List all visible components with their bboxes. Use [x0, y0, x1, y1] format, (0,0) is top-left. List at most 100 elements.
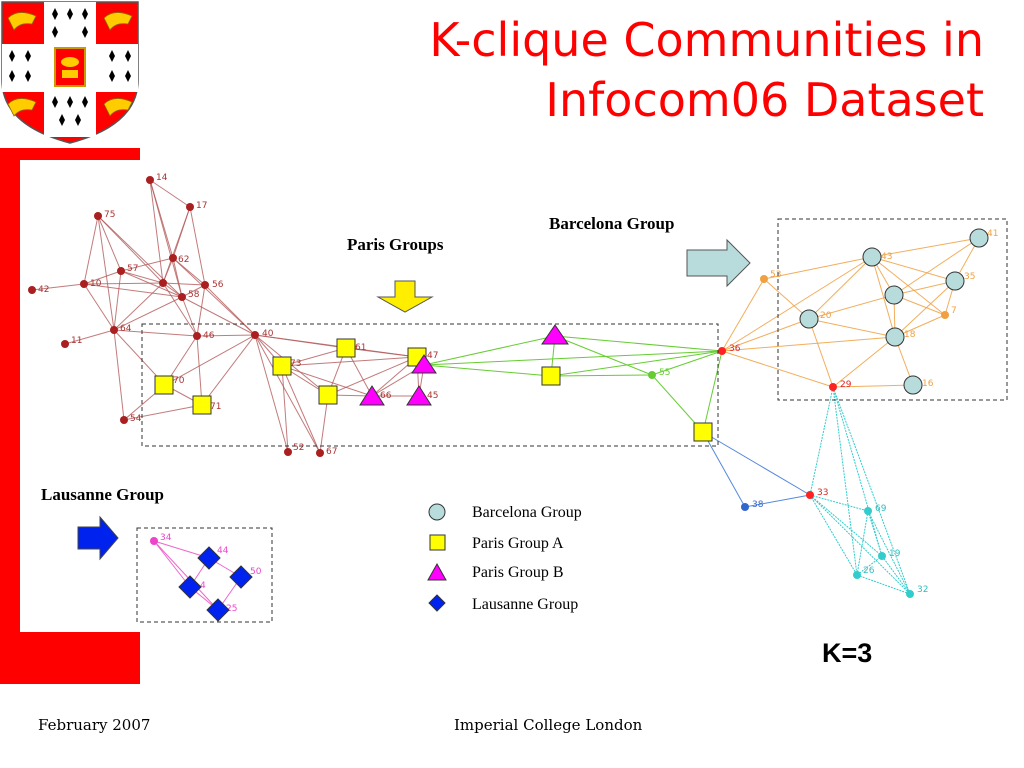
barcelona-marker [862, 247, 882, 267]
node-33 [806, 491, 814, 499]
lausanne-marker [178, 575, 202, 599]
legend-paris-b-label: Paris Group B [472, 564, 564, 581]
node-labels-orange: 43 41 35 20 18 16 [820, 229, 998, 389]
edges-orange [721, 237, 980, 388]
barcelona-group-box [777, 218, 1008, 401]
node-55-green [648, 371, 656, 379]
legend-paris-a-label: Paris Group A [472, 535, 564, 552]
label-45: 45 [427, 391, 438, 401]
barcelona-group-label: Barcelona Group [549, 214, 675, 233]
label-7: 7 [951, 306, 957, 316]
label-25: 25 [226, 604, 237, 614]
label-18: 18 [904, 330, 916, 340]
paris-a-marker [192, 395, 212, 415]
paris-group-b-markers [359, 324, 569, 406]
paris-b-marker [406, 385, 432, 406]
paris-b-marker [541, 324, 569, 345]
legend-circle-icon [428, 503, 446, 521]
node-32 [906, 590, 914, 598]
label-69: 69 [875, 504, 887, 514]
crest-logo [1, 1, 139, 144]
label-32: 32 [917, 585, 928, 595]
paris-b-marker [411, 354, 437, 374]
label-35: 35 [964, 272, 975, 282]
lausanne-marker [197, 546, 221, 570]
paris-a-marker [272, 356, 292, 376]
label-57: 57 [127, 264, 138, 274]
node-29 [829, 383, 837, 391]
paris-groups-box [141, 323, 719, 447]
down-arrow-icon [376, 280, 434, 313]
paris-b-marker [359, 385, 385, 406]
lausanne-marker [206, 598, 230, 622]
label-29: 29 [840, 380, 852, 390]
label-44: 44 [217, 546, 229, 556]
paris-a-marker [541, 366, 561, 386]
label-19: 19 [889, 549, 901, 559]
label-14: 14 [156, 173, 168, 183]
lausanne-group-label: Lausanne Group [41, 485, 164, 504]
node-17 [186, 203, 194, 211]
label-4: 4 [200, 581, 206, 591]
node-40 [251, 331, 259, 339]
label-47: 47 [427, 351, 438, 361]
label-73: 73 [290, 359, 301, 369]
k-value: K=3 [822, 638, 873, 668]
label-10: 10 [90, 279, 102, 289]
label-55: 55 [659, 368, 670, 378]
right-arrow-icon [77, 515, 119, 561]
label-38: 38 [752, 500, 764, 510]
node-34 [150, 537, 158, 545]
node-36 [718, 347, 726, 355]
node-57 [117, 267, 125, 275]
title-line-1: K-clique Communities in [429, 13, 984, 67]
node-7 [941, 311, 949, 319]
label-61: 61 [355, 343, 366, 353]
legend-square-icon [429, 534, 446, 551]
label-64: 64 [120, 324, 132, 334]
lausanne-group-markers [178, 546, 253, 622]
paris-a-marker [693, 422, 713, 442]
lausanne-group-box [136, 527, 273, 623]
node-69 [864, 507, 872, 515]
node-42 [28, 286, 36, 294]
barcelona-marker [945, 271, 965, 291]
label-36: 36 [729, 344, 741, 354]
label-17: 17 [196, 201, 207, 211]
label-46: 46 [203, 331, 215, 341]
node-46 [193, 332, 201, 340]
label-42: 42 [38, 285, 49, 295]
node-11 [61, 340, 69, 348]
node-53 [760, 275, 768, 283]
label-66: 66 [380, 391, 392, 401]
right-arrow-icon [686, 238, 751, 288]
label-62: 62 [178, 255, 189, 265]
nodes-dark-red [28, 176, 324, 457]
node-64 [110, 326, 118, 334]
node-58 [178, 293, 186, 301]
lausanne-marker [229, 565, 253, 589]
legend-barcelona-label: Barcelona Group [472, 504, 582, 521]
legend-triangle-icon [427, 562, 447, 581]
frame-bar-top [0, 148, 140, 160]
node-labels-dark-red: 14 17 75 62 57 10 42 58 56 64 46 11 40 5… [38, 173, 438, 457]
label-11: 11 [71, 336, 82, 346]
paris-a-marker [336, 338, 356, 358]
node-67 [316, 449, 324, 457]
label-16: 16 [922, 379, 934, 389]
label-56: 56 [212, 280, 224, 290]
label-40: 40 [262, 329, 274, 339]
label-26: 26 [863, 566, 875, 576]
label-71: 71 [210, 402, 221, 412]
node-labels-cyan: 69 19 26 32 [863, 504, 928, 595]
frame-bar-vertical [0, 148, 20, 683]
legend-diamond-icon [428, 594, 446, 612]
paris-a-marker [318, 385, 338, 405]
label-50: 50 [250, 567, 262, 577]
label-34: 34 [160, 533, 172, 543]
label-52: 52 [293, 443, 304, 453]
footer-institution: Imperial College London [454, 716, 643, 734]
label-70: 70 [173, 376, 185, 386]
label-33: 33 [817, 488, 828, 498]
label-53: 53 [770, 270, 781, 280]
